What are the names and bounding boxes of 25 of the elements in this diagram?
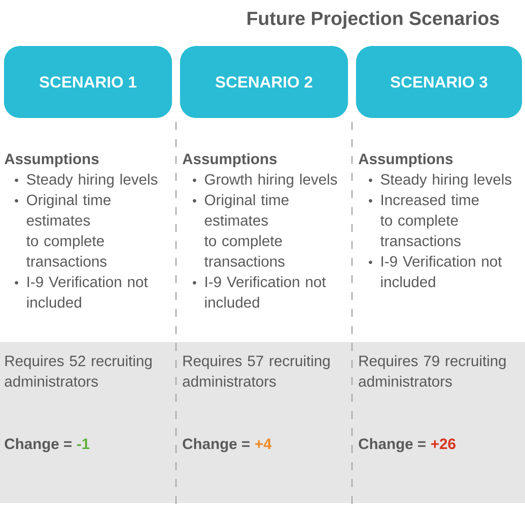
scenario-box: SCENARIO 1: [4, 46, 172, 118]
bullet-text: Increased time to complete transactions: [380, 194, 479, 246]
requirement-text: Requires 57 recruiting administrators: [182, 355, 330, 387]
change-label: Change =: [358, 438, 426, 452]
change-label: Change =: [4, 438, 72, 452]
bullet-text: Original time estimates to complete transactions: [26, 194, 111, 267]
requirement-text: Requires 52 recruiting administrators: [4, 355, 152, 387]
bullet-text: Growth hiring levels: [204, 174, 337, 188]
section-heading: Assumptions: [182, 153, 277, 168]
bullet-text: Original time estimates to complete transactions: [204, 194, 289, 267]
scenario-box: SCENARIO 2: [180, 46, 348, 118]
bullet-text: Steady hiring levels: [26, 174, 158, 188]
change-label: Change =: [182, 438, 250, 452]
section-heading: Assumptions: [4, 153, 99, 168]
change-value: +4: [255, 438, 272, 449]
scenario-box: SCENARIO 3: [356, 46, 522, 118]
title: Future Projection Scenarios: [248, 11, 499, 29]
requirement-text: Requires 79 recruiting administrators: [358, 355, 506, 387]
bullet-text: Steady hiring levels: [380, 174, 512, 188]
change-value: +26: [431, 438, 456, 450]
bullet-text: I-9 Verification not included: [27, 276, 148, 308]
change-value: -1: [77, 438, 90, 449]
section-heading: Assumptions: [358, 153, 453, 168]
bullet-text: I-9 Verification not included: [381, 256, 502, 288]
bullet-text: I-9 Verification not included: [205, 276, 326, 308]
